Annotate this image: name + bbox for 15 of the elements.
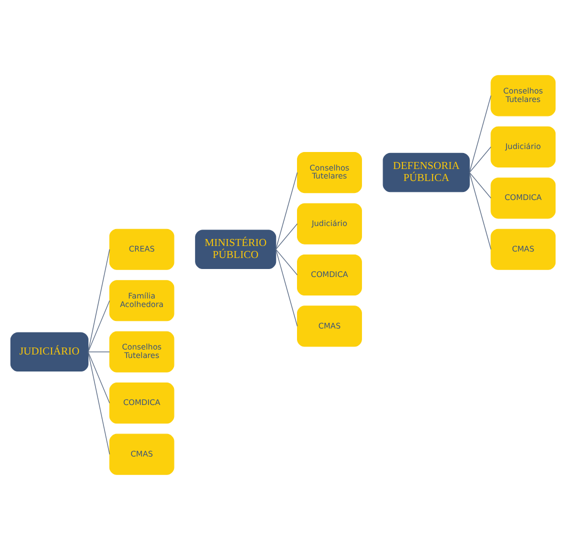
connector <box>88 300 110 352</box>
connector <box>469 146 492 173</box>
node-box: MINISTÉRIO PÚBLICO <box>195 230 276 270</box>
connector <box>88 249 110 352</box>
connector <box>276 223 298 250</box>
connector <box>276 249 298 276</box>
node-box: JUDICIÁRIO <box>10 332 88 372</box>
connector <box>276 172 298 250</box>
connector <box>88 352 110 455</box>
connector <box>276 249 298 327</box>
node-box: DEFENSORIA PÚBLICA <box>382 152 470 192</box>
connector <box>469 172 492 250</box>
connector <box>469 172 492 198</box>
connector <box>88 352 110 404</box>
connector <box>469 95 492 173</box>
